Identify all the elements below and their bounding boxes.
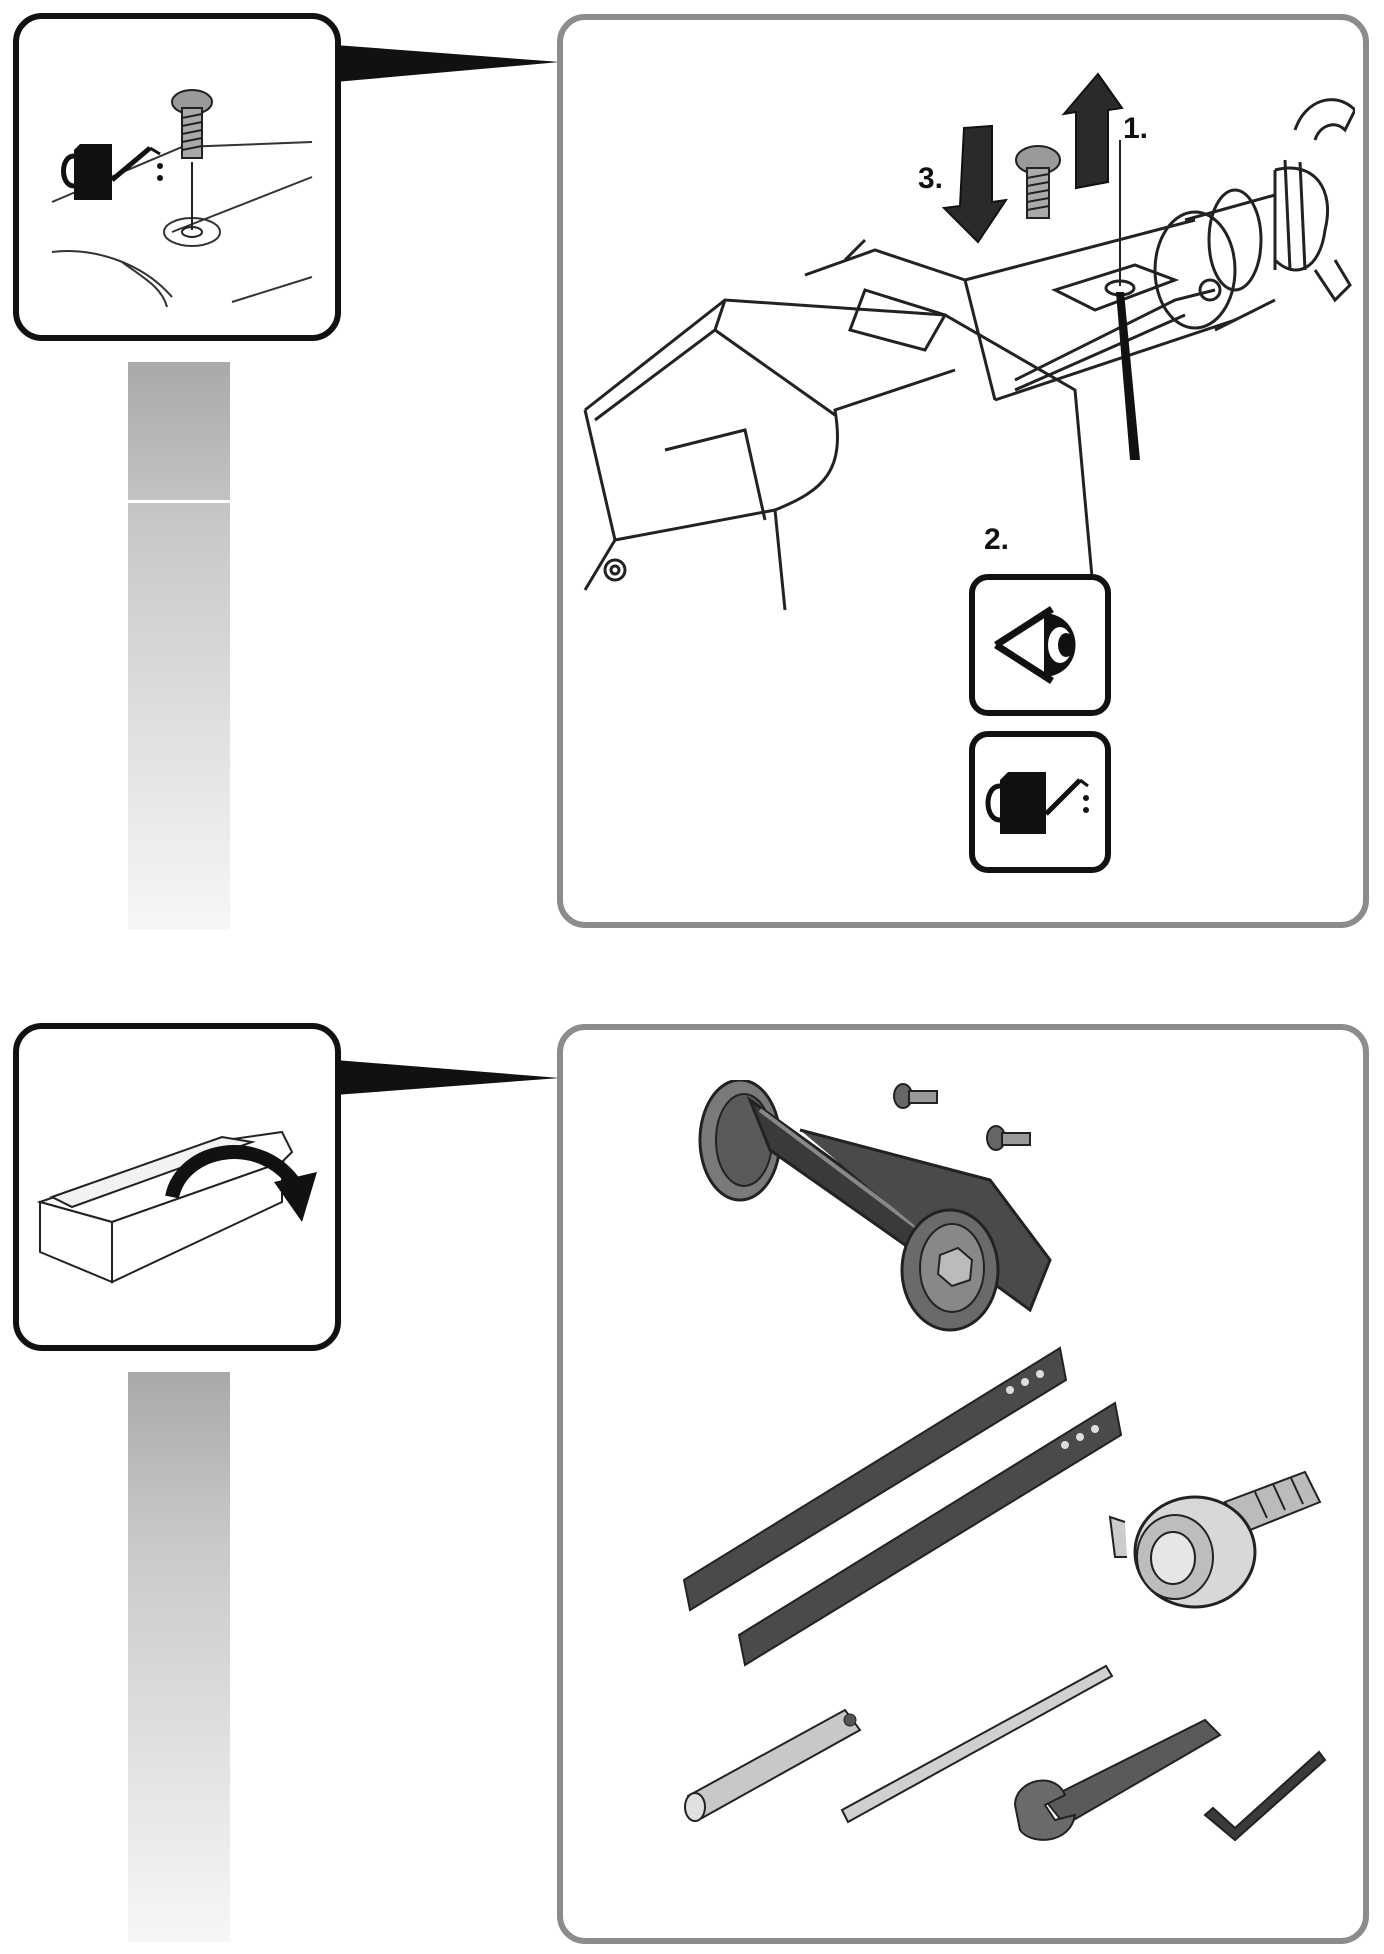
step-label-3: 3. [918, 162, 944, 195]
section-progress-bar-bottom [128, 1372, 230, 1942]
step-label-2: 2. [984, 523, 1010, 556]
air-coupling-illustration [1108, 1470, 1322, 1609]
inspect-eye-icon [969, 574, 1111, 716]
screw-plug-top [1015, 145, 1061, 219]
side-handle-illustration [698, 1080, 1052, 1332]
detail-box-lubrication [13, 13, 341, 341]
arrow-up-icon [1061, 72, 1124, 190]
hex-key-illustration [1203, 1750, 1327, 1842]
open-box-icon [13, 1023, 341, 1351]
wrench-illustration [1013, 1718, 1222, 1841]
main-frame-top [557, 14, 1369, 928]
main-frame-bottom [557, 1024, 1369, 1944]
oil-can-icon [969, 731, 1111, 873]
saw-blade-1 [682, 1346, 1068, 1612]
arrow-down-icon [941, 124, 1009, 244]
pneumatic-tool-illustration [583, 98, 1355, 611]
section-bar-divider [128, 500, 230, 503]
saw-blade-2 [737, 1401, 1123, 1667]
rod-illustration [840, 1664, 1114, 1824]
pin-illustration [684, 1708, 862, 1822]
oil-can-icon [61, 144, 163, 200]
callout-connector-bottom [335, 1060, 560, 1095]
section-progress-bar-top [128, 362, 230, 930]
callout-connector-top [335, 45, 560, 82]
handle-screw-1 [893, 1083, 938, 1109]
step-label-1: 1. [1123, 112, 1149, 145]
handle-screw-2 [986, 1125, 1031, 1151]
